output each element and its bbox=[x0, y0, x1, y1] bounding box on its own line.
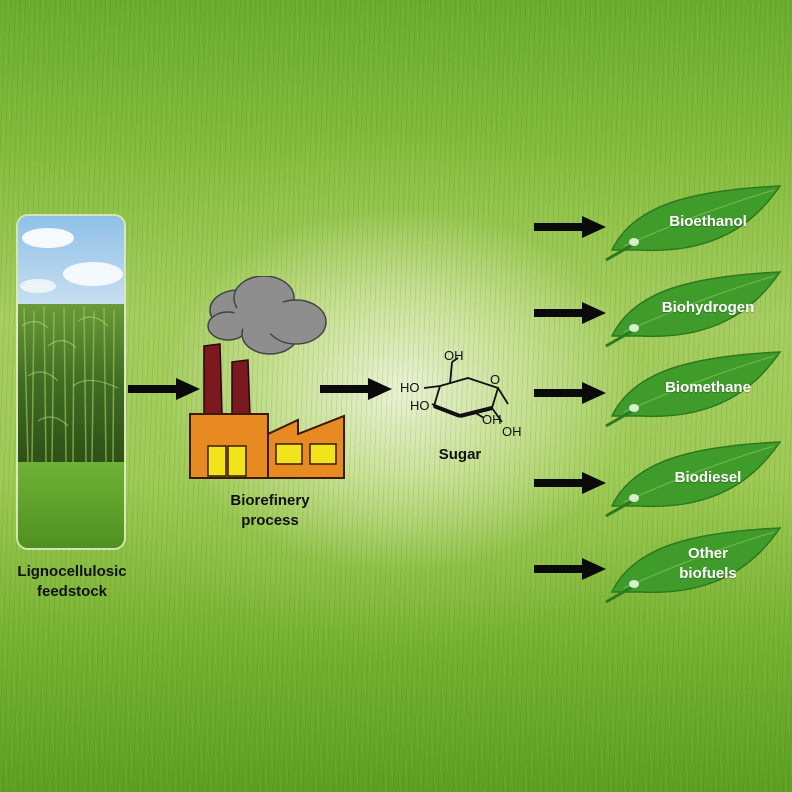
product-label-line1: Other bbox=[687, 545, 728, 562]
feedstock-label-line2: feedstock bbox=[36, 583, 108, 600]
feedstock-label: Lignocellulosic feedstock bbox=[2, 562, 142, 602]
feedstock-label-line1: Lignocellulosic bbox=[17, 563, 127, 580]
product-label-line1: Biohydrogen bbox=[661, 299, 755, 316]
product-label-2: Biohydrogen bbox=[644, 298, 772, 318]
sugar-oh-mid: OH bbox=[482, 412, 502, 427]
product-label-line1: Biodiesel bbox=[674, 469, 742, 486]
product-label-4: Biodiesel bbox=[644, 468, 772, 488]
factory-label-line1: Biorefinery bbox=[230, 492, 310, 509]
arrow-to-product-4 bbox=[534, 472, 606, 494]
factory-label: Biorefinery process bbox=[195, 491, 345, 531]
product-label-3: Biomethane bbox=[644, 378, 772, 398]
arrow-to-product-1 bbox=[534, 216, 606, 238]
product-label-line2: biofuels bbox=[679, 565, 737, 582]
smoke-icon bbox=[207, 276, 327, 355]
product-label-1: Bioethanol bbox=[644, 212, 772, 232]
arrow-to-product-3 bbox=[534, 382, 606, 404]
glucose-molecule-icon: O OH HO HO OH OH bbox=[400, 348, 522, 439]
leaf-icon bbox=[605, 351, 782, 428]
sugar-label: Sugar bbox=[438, 446, 482, 463]
sugar-ho-left: HO bbox=[400, 380, 420, 395]
svg-text:O: O bbox=[490, 372, 500, 387]
arrow-to-product-5 bbox=[534, 558, 606, 580]
arrow-feedstock-to-factory bbox=[128, 378, 200, 400]
leaf-icon bbox=[605, 185, 782, 262]
sugar-oh-top: OH bbox=[444, 348, 464, 363]
product-label-line1: Biomethane bbox=[665, 379, 751, 396]
product-label-line1: Bioethanol bbox=[669, 213, 747, 230]
feedstock-image bbox=[18, 216, 124, 548]
product-label-5: Other biofuels bbox=[644, 544, 772, 584]
leaf-icon bbox=[605, 527, 782, 604]
factory-label-line2: process bbox=[241, 512, 299, 529]
arrow-factory-to-sugar bbox=[320, 378, 392, 400]
factory-icon bbox=[189, 276, 345, 479]
sugar-ho-mid: HO bbox=[410, 398, 430, 413]
arrow-to-product-2 bbox=[534, 302, 606, 324]
leaf-icon bbox=[605, 271, 782, 348]
leaf-icon bbox=[605, 441, 782, 518]
sugar-oh-bottom: OH bbox=[502, 424, 522, 439]
